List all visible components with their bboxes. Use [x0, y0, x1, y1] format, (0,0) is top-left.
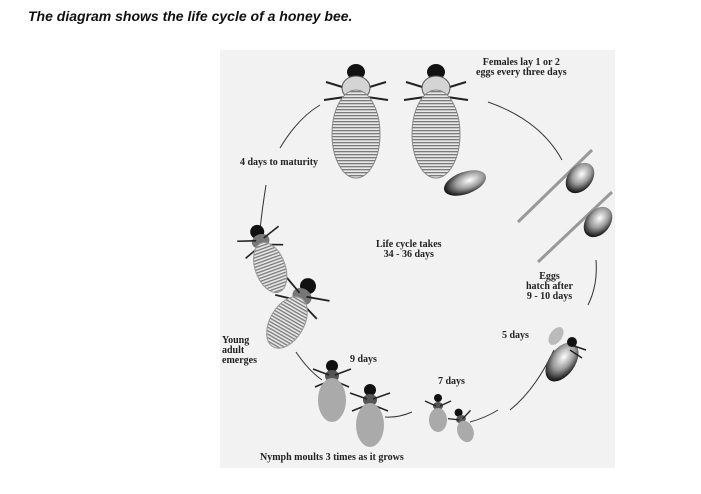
label-young-adult: Young adult emerges: [222, 336, 257, 366]
label-young-adult-line3: emerges: [222, 356, 257, 366]
label-seven-days: 7 days: [438, 377, 465, 387]
label-cycle-duration-line2: 34 - 36 days: [376, 250, 442, 260]
label-cycle-duration: Life cycle takes 34 - 36 days: [376, 240, 442, 260]
diagram-caption: The diagram shows the life cycle of a ho…: [28, 8, 352, 24]
arrow-young-to-maturity: [260, 185, 266, 230]
adult-bee-left: [324, 64, 388, 178]
hatching-larva: [539, 324, 586, 387]
arrow-maturity-to-adult: [280, 105, 320, 148]
label-nine-days: 9 days: [350, 355, 377, 365]
adult-bee-right: [404, 64, 468, 178]
arrow-egg-hatch: [588, 260, 596, 305]
label-maturity: 4 days to maturity: [240, 158, 318, 168]
arrow-adult-to-egg: [488, 102, 562, 160]
label-eggs-hatch: Eggs hatch after 9 - 10 days: [526, 272, 573, 302]
life-cycle-diagram: Females lay 1 or 2 eggs every three days…: [220, 50, 615, 468]
label-nymph-moults: Nymph moults 3 times as it grows: [260, 453, 404, 463]
label-females-lay: Females lay 1 or 2 eggs every three days: [476, 58, 567, 78]
nymph-9-days: [313, 360, 351, 422]
label-five-days: 5 days: [502, 331, 529, 341]
nymph-small: [446, 405, 481, 446]
arrow-larva-to-pupa: [510, 350, 554, 410]
arrow-nymph-to-young: [296, 352, 322, 380]
arrow-nymph-small: [385, 412, 412, 417]
maturing-bee: [234, 218, 300, 300]
nymph-medium: [425, 394, 451, 432]
nymph-large: [350, 384, 390, 447]
arrow-pupa-to-nymph: [470, 410, 498, 422]
label-females-lay-line2: eggs every three days: [476, 68, 567, 78]
label-eggs-hatch-line3: 9 - 10 days: [526, 292, 573, 302]
